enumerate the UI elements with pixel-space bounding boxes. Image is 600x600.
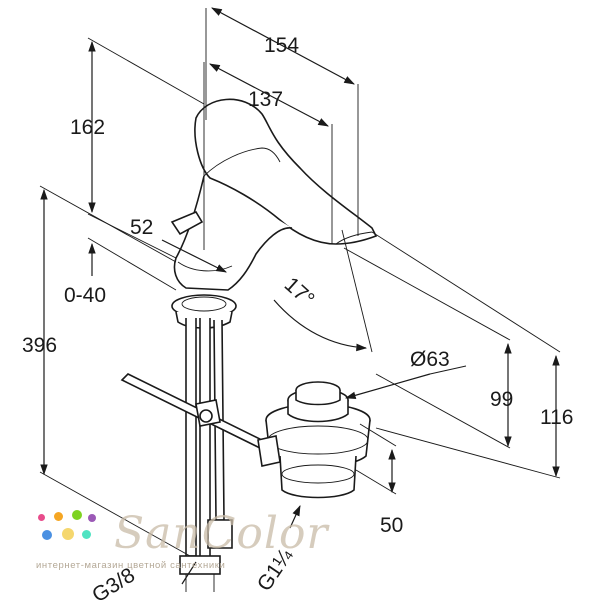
logo-dot-7 xyxy=(82,530,91,539)
logo-dot-5 xyxy=(42,530,52,540)
logo-dot-4 xyxy=(88,514,96,522)
dim-50-label: 50 xyxy=(380,514,403,537)
dim-99: 99 xyxy=(343,247,513,449)
faucet-body xyxy=(170,98,378,329)
dim-99-label: 99 xyxy=(490,388,513,411)
dim-0-40: 0-40 xyxy=(64,237,177,307)
watermark-brand: SanColor xyxy=(114,508,329,559)
dim-17deg-label: 17° xyxy=(280,273,319,311)
sancolor-watermark: SanColor интернет-магазин цветной сантех… xyxy=(32,508,327,593)
logo-dot-3 xyxy=(72,510,82,520)
dim-52: 52 xyxy=(130,216,227,273)
dim-52-label: 52 xyxy=(130,216,153,239)
dim-396: 396 xyxy=(22,185,191,557)
waste-valve xyxy=(257,381,371,499)
dim-154-label: 154 xyxy=(264,34,299,57)
dim-0-40-label: 0-40 xyxy=(64,284,106,307)
logo-dot-1 xyxy=(38,514,45,521)
dim-137-label: 137 xyxy=(248,88,283,111)
dim-396-label: 396 xyxy=(22,334,57,357)
dim-162: 162 xyxy=(70,37,205,259)
logo-dot-6 xyxy=(62,528,74,540)
dim-116: 116 xyxy=(371,231,573,479)
dim-116-label: 116 xyxy=(540,406,573,429)
dim-162-label: 162 xyxy=(70,116,105,139)
dim-137: 137 xyxy=(203,62,333,250)
dim-diameter-63-label: Ø63 xyxy=(410,348,450,371)
dim-154: 154 xyxy=(205,7,359,236)
watermark-subtitle: интернет-магазин цветной сантехники xyxy=(36,560,226,571)
dim-17deg: 17° xyxy=(273,229,373,353)
dim-diameter-63: Ø63 xyxy=(344,348,467,399)
dim-50: 50 xyxy=(355,423,403,537)
logo-dot-2 xyxy=(54,512,63,521)
